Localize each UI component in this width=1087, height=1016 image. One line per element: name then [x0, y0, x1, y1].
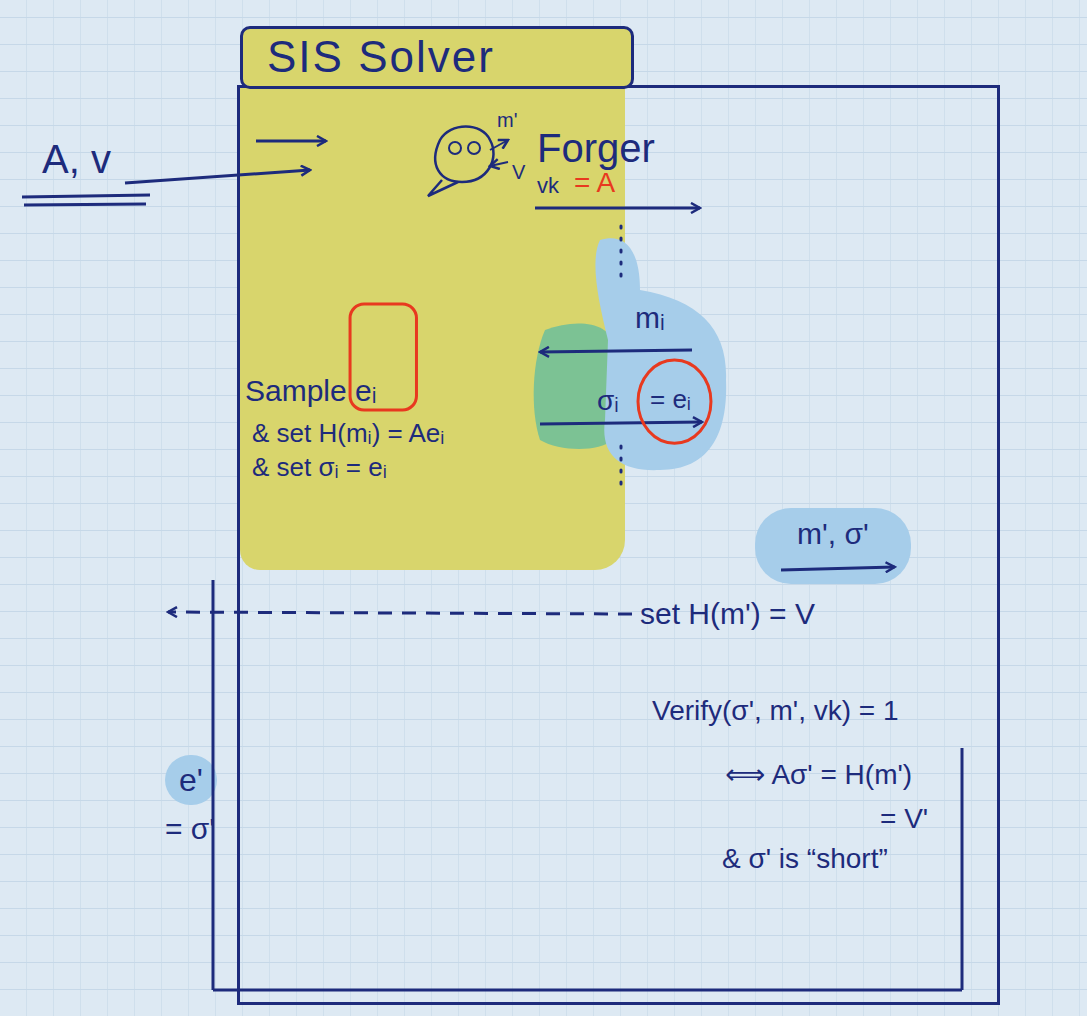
message-label: mᵢ [635, 300, 665, 336]
message-arrow [540, 422, 702, 424]
verify-text: = V' [880, 802, 928, 836]
frame-line [213, 989, 962, 992]
step-text: set H(m') = V [640, 596, 815, 632]
message-label: vk [537, 173, 559, 199]
output-text: e' [179, 761, 203, 799]
message-label: = eᵢ [650, 384, 691, 415]
speech-tail [428, 180, 458, 196]
message-label: = A [574, 166, 615, 200]
message-arrow [535, 207, 700, 210]
underline [22, 195, 150, 197]
highlight-ellipse [638, 360, 711, 443]
small-arrow [490, 162, 508, 166]
bubble-text: m' [497, 108, 517, 132]
input-arrow [125, 170, 310, 183]
message-arrow [781, 567, 895, 570]
forger-eye [468, 142, 480, 154]
underline [24, 204, 146, 205]
forgery-highlight: m', σ' [755, 508, 911, 584]
blue-highlight [595, 238, 726, 470]
message-label: σᵢ [597, 384, 619, 418]
verify-text: Verify(σ', m', vk) = 1 [652, 694, 899, 728]
highlight-box [350, 304, 416, 410]
verify-text: ⟺ Aσ' = H(m') [725, 758, 912, 792]
step-text: & set σᵢ = eᵢ [252, 452, 387, 483]
ellipsis-dots [620, 226, 623, 286]
verify-text: & σ' is “short” [722, 842, 888, 876]
output-highlight: e'= σ' [165, 755, 217, 805]
bubble-text: V [512, 160, 525, 184]
input-label: A, v [42, 135, 111, 183]
frame-title: SIS Solver [240, 26, 634, 89]
frame-line [961, 748, 964, 990]
forger-head [435, 127, 493, 183]
step-text: Sample eᵢ [245, 373, 376, 409]
party-name: Forger [537, 124, 655, 172]
dashed-arrow [168, 612, 632, 614]
step-text: & set H(mᵢ) = Aeᵢ [252, 418, 444, 449]
frame-line [212, 580, 215, 990]
forger-eye [449, 142, 461, 154]
small-arrow [490, 140, 508, 150]
message-arrow [540, 350, 692, 352]
output-note: = σ' [165, 811, 215, 847]
ellipsis-dots [620, 446, 623, 492]
forgery-text: m', σ' [797, 516, 869, 552]
input-arrow [256, 140, 326, 143]
